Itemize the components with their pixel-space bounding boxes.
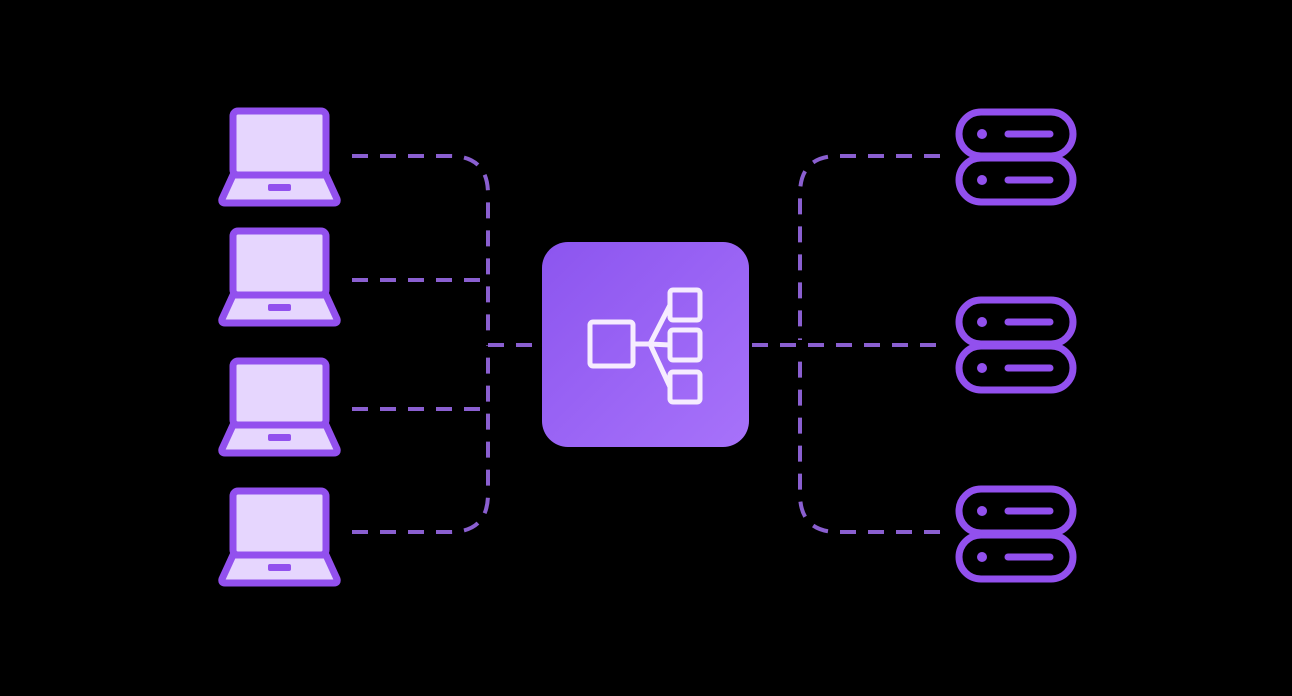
laptop-icon — [218, 107, 341, 207]
server-group — [955, 108, 1077, 583]
server-icon — [955, 485, 1077, 583]
server-icon — [955, 296, 1077, 394]
server-connectors — [752, 154, 940, 534]
client-1[interactable] — [218, 107, 341, 207]
load-balancer-node[interactable] — [542, 242, 749, 447]
client-4[interactable] — [218, 487, 341, 587]
client-group — [218, 107, 341, 587]
server-3[interactable] — [955, 485, 1077, 583]
connector-client-1 — [352, 154, 490, 340]
server-icon — [955, 108, 1077, 206]
connector-server-1 — [798, 154, 940, 340]
client-connectors — [352, 154, 540, 534]
server-1[interactable] — [955, 108, 1077, 206]
laptop-icon — [218, 357, 341, 457]
connector-client-4 — [352, 345, 490, 534]
connector-server-3 — [798, 350, 940, 534]
load-balancer-icon — [587, 287, 703, 405]
laptop-icon — [218, 487, 341, 587]
server-2[interactable] — [955, 296, 1077, 394]
laptop-icon — [218, 227, 341, 327]
client-3[interactable] — [218, 357, 341, 457]
client-2[interactable] — [218, 227, 341, 327]
